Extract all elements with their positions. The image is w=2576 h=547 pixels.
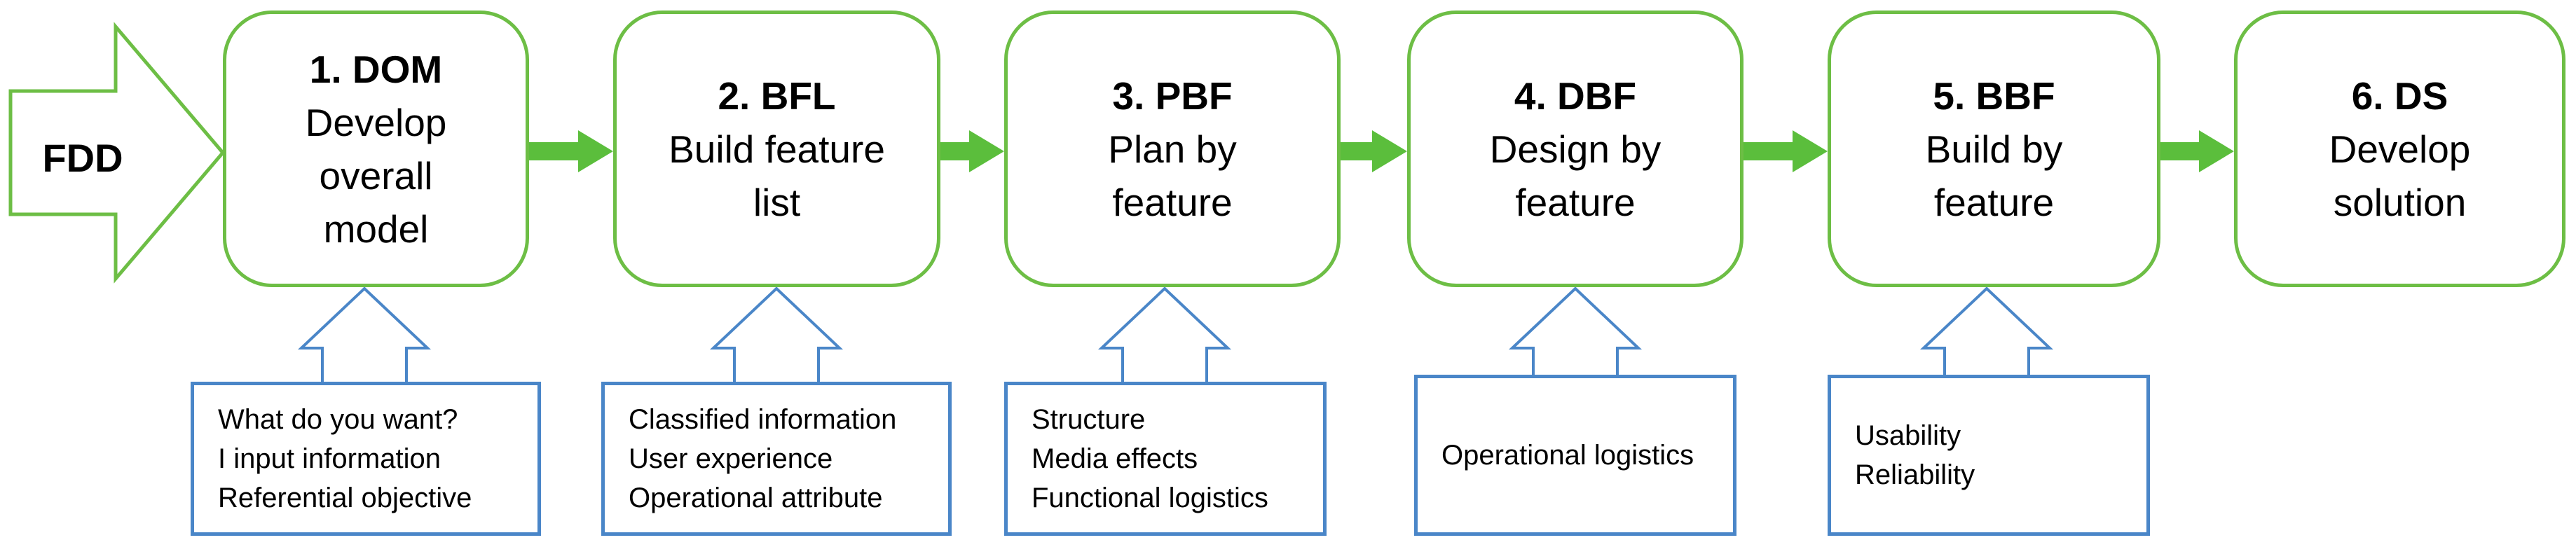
step-desc-line: Develop [2329,127,2471,171]
flow-arrow-4-5 [1743,130,1828,172]
note-line: Classified information [629,404,897,435]
step-box-ds: 6. DS Develop solution [2234,11,2565,287]
note-arrow-3 [1097,286,1232,385]
note-line: Structure [1032,404,1146,435]
note-line: I input information [218,443,441,474]
step-title: 6. DS [2351,74,2448,118]
step-desc-line: overall [319,153,433,198]
fdd-input-arrow [8,22,226,284]
note-arrow-1 [297,286,432,385]
note-line: Functional logistics [1032,483,1268,513]
step-title: 5. BBF [1933,74,2055,118]
note-arrow-5 [1919,286,2054,378]
note-line: Usability [1855,420,1961,451]
step-box-bfl: 2. BFL Build feature list [613,11,940,287]
note-arrow-2 [709,286,844,385]
note-line: Referential objective [218,483,472,513]
step-title: 4. DBF [1514,74,1637,118]
fdd-label: FDD [42,135,123,180]
note-line: Operational logistics [1441,440,1694,471]
step-desc-line: model [323,207,429,251]
step-title: 2. BFL [718,74,836,118]
flow-arrow-2-3 [940,130,1004,172]
step-title: 1. DOM [309,47,443,91]
note-box-bfl: Classified information User experience O… [601,382,952,536]
step-desc-line: Build feature [669,127,885,171]
note-box-dom: What do you want? I input information Re… [191,382,541,536]
step-box-dbf: 4. DBF Design by feature [1407,11,1743,287]
note-box-pbf: Structure Media effects Functional logis… [1004,382,1327,536]
step-box-dom: 1. DOM Develop overall model [223,11,529,287]
note-line: What do you want? [218,404,458,435]
flow-arrow-1-2 [529,130,613,172]
step-box-bbf: 5. BBF Build by feature [1828,11,2160,287]
note-arrow-4 [1508,286,1643,378]
note-box-bbf: Usability Reliability [1828,375,2150,536]
step-desc-line: Develop [305,100,447,144]
flow-arrow-5-6 [2160,130,2234,172]
note-line: User experience [629,443,833,474]
step-desc-line: feature [1933,180,2055,224]
step-desc-line: feature [1515,180,1636,224]
step-title: 3. PBF [1112,74,1233,118]
step-desc-line: feature [1112,180,1233,224]
note-line: Reliability [1855,459,1975,490]
step-desc-line: list [753,180,801,224]
note-box-dbf: Operational logistics [1414,375,1736,536]
note-line: Media effects [1032,443,1198,474]
step-box-pbf: 3. PBF Plan by feature [1004,11,1341,287]
note-line: Operational attribute [629,483,883,513]
step-desc-line: Design by [1489,127,1662,171]
step-desc-line: Build by [1925,127,2063,171]
step-desc-line: solution [2333,180,2467,224]
flow-arrow-3-4 [1341,130,1407,172]
step-desc-line: Plan by [1108,127,1237,171]
